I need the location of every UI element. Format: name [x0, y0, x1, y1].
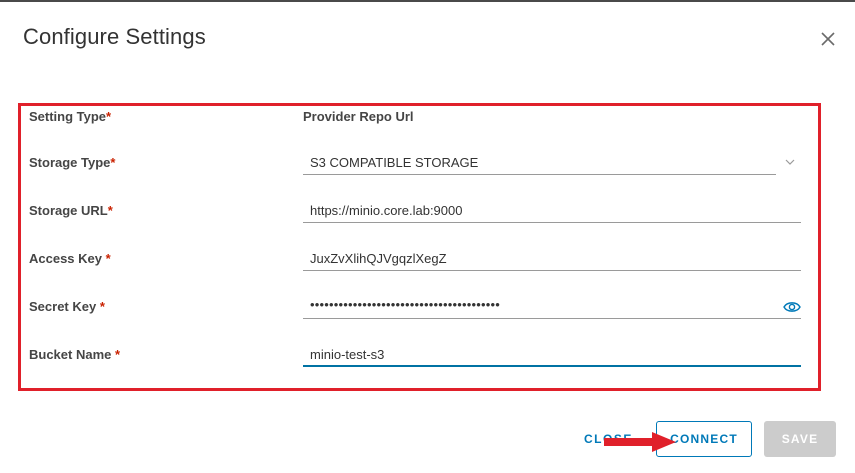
- required-marker: *: [107, 203, 113, 218]
- dialog-title: Configure Settings: [23, 24, 206, 49]
- required-marker: *: [105, 251, 111, 266]
- red-arrow-icon: [604, 432, 676, 452]
- access-key-input[interactable]: [303, 247, 780, 269]
- secret-key-field[interactable]: ••••••••••••••••••••••••••••••••••••••••: [303, 295, 801, 319]
- required-marker: *: [114, 347, 121, 362]
- save-button: SAVE: [764, 421, 836, 457]
- bucket-name-input[interactable]: [303, 343, 780, 365]
- required-marker: *: [110, 155, 116, 170]
- secret-key-label: Secret Key *: [29, 299, 105, 314]
- storage-url-field[interactable]: [303, 199, 801, 223]
- setting-type-label: Setting Type*: [29, 109, 112, 124]
- connect-button[interactable]: CONNECT: [656, 421, 752, 457]
- storage-type-label: Storage Type*: [29, 155, 116, 170]
- secret-key-masked-value[interactable]: ••••••••••••••••••••••••••••••••••••••••: [310, 297, 501, 312]
- top-border: [0, 0, 855, 2]
- eye-icon[interactable]: [783, 300, 801, 314]
- storage-url-input[interactable]: [303, 199, 780, 221]
- required-marker: *: [99, 299, 105, 314]
- annotation-highlight-box: [18, 103, 821, 391]
- access-key-field[interactable]: [303, 247, 801, 271]
- bucket-name-field[interactable]: [303, 343, 801, 367]
- required-marker: *: [106, 109, 112, 124]
- storage-type-select[interactable]: S3 COMPATIBLE STORAGE: [303, 151, 776, 175]
- storage-type-selected-value: S3 COMPATIBLE STORAGE: [310, 155, 479, 170]
- chevron-down-icon[interactable]: [784, 156, 796, 168]
- setting-type-value: Provider Repo Url: [303, 109, 414, 124]
- access-key-label: Access Key *: [29, 251, 111, 266]
- close-icon[interactable]: [818, 29, 838, 49]
- storage-url-label: Storage URL*: [29, 203, 113, 218]
- bucket-name-label: Bucket Name *: [29, 347, 121, 362]
